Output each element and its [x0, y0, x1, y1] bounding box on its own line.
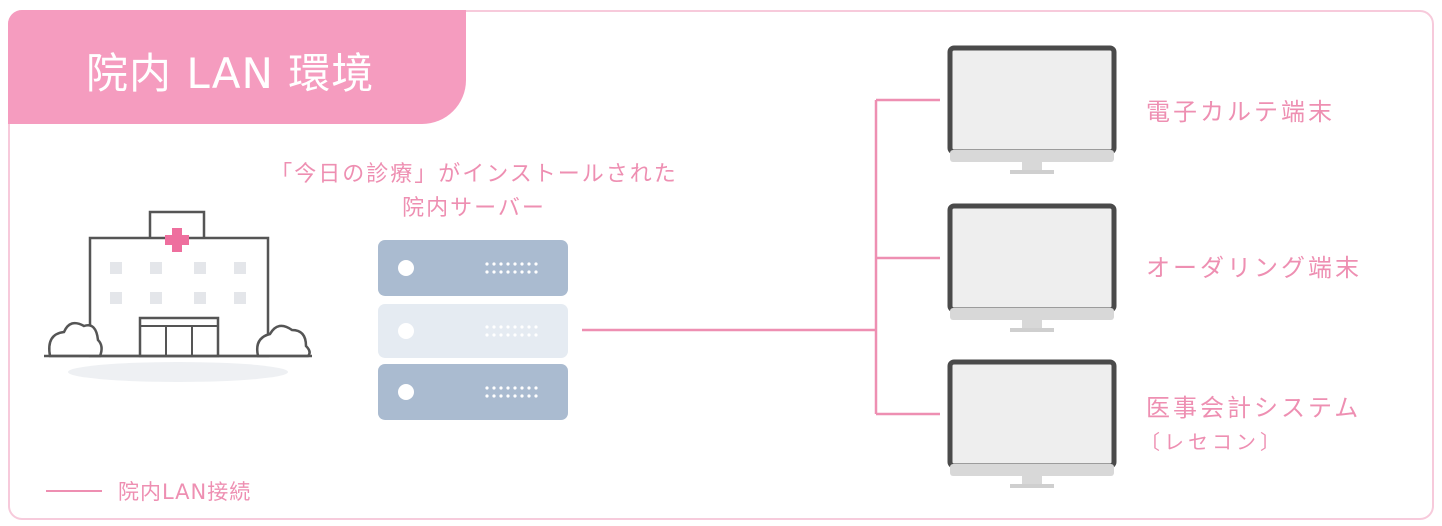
legend: 院内LAN接続	[46, 476, 251, 506]
lan-connection-lines	[582, 98, 940, 416]
server-caption-line-1: 「今日の診療」がインストールされた	[270, 162, 678, 187]
server-unit-bottom	[378, 364, 568, 420]
monitor-icon-2	[947, 203, 1117, 332]
server-caption: 「今日の診療」がインストールされた 院内サーバー	[254, 158, 694, 226]
monitor-icon-1	[947, 45, 1117, 174]
diagram-title: 院内 LAN 環境	[86, 49, 375, 98]
terminal-label-ehr: 電子カルテ端末	[1146, 98, 1335, 126]
server-unit-top	[378, 240, 568, 296]
server-caption-line-2: 院内サーバー	[402, 196, 546, 221]
legend-label: 院内LAN接続	[118, 480, 252, 504]
hospital-icon	[44, 210, 312, 382]
monitor-icon-3	[947, 359, 1117, 488]
legend-line-swatch	[46, 490, 102, 492]
server-icon	[378, 240, 568, 420]
title-tab	[8, 10, 466, 124]
terminal-label-accounting: 医事会計システム	[1146, 394, 1362, 422]
server-unit-middle	[378, 304, 568, 358]
diagram-frame	[8, 10, 1434, 520]
terminal-label-ordering: オーダリング端末	[1146, 254, 1362, 282]
terminal-sublabel-receipt-computer: 〔レセコン〕	[1140, 430, 1284, 454]
